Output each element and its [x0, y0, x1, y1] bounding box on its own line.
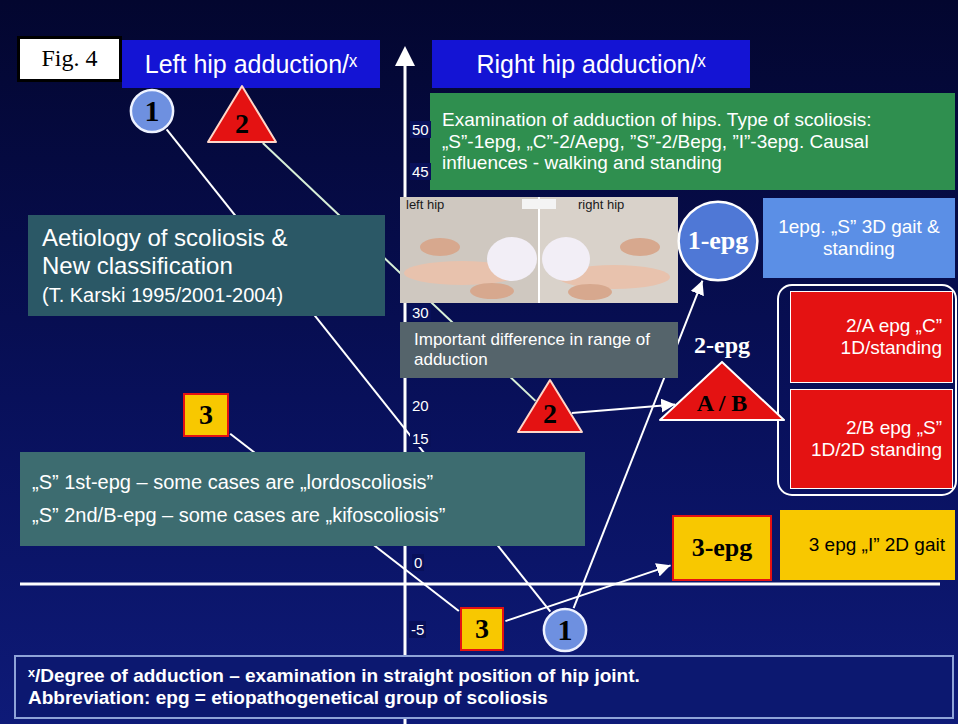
hand-shape: [420, 238, 460, 256]
photo-label: left hip: [406, 198, 444, 213]
diaper-shape: [487, 237, 537, 281]
box-text: 3: [185, 399, 227, 431]
note-box: „S” 1st-epg – some cases are „lordoscoli…: [20, 452, 585, 546]
axis-tick: 30: [410, 304, 431, 321]
box-subtext: Abbreviation: epg = etiopathogenetical g…: [28, 687, 940, 709]
box-text: Examination of adduction of hips. Type o…: [442, 109, 943, 175]
label-slot: -5: [409, 621, 426, 638]
box-subtext: „S” 2nd/B-epg – some cases are „kifoscol…: [32, 504, 573, 527]
footnote-box: ˣ/Degree of adduction – examination in s…: [14, 655, 954, 719]
axis-tick: 50: [410, 121, 431, 138]
callout-number: 2: [208, 86, 276, 142]
label-slot: 0: [412, 554, 424, 571]
triangle-shape: [660, 362, 784, 420]
hip-photo: [400, 197, 678, 303]
label-slot: 20: [410, 397, 431, 414]
box-text: 1-epg: [677, 226, 759, 256]
label-slot: 15: [410, 430, 431, 447]
zero-line: [20, 583, 940, 586]
axis-tick: 45: [410, 163, 431, 180]
triangle-shape: [518, 380, 582, 432]
photo-sticker: [522, 199, 556, 209]
group-box: 2/A epg „C” 1D/standing: [790, 291, 953, 383]
box-text: Left hip adduction/ˣ: [130, 50, 372, 79]
photo-label: right hip: [578, 198, 624, 213]
label-slot: right hip: [578, 198, 624, 213]
axis-tick: 0: [412, 554, 424, 571]
axis-heading: Left hip adduction/ˣ: [122, 40, 380, 88]
box-text: 3 epg „I” 2D gait: [790, 534, 945, 556]
label-slot: 30: [410, 304, 431, 321]
group-box: 1epg. „S” 3D gait & standing: [763, 198, 955, 278]
box-subtext: (T. Karski 1995/2001-2004): [42, 284, 371, 307]
box-text: 2: [518, 398, 582, 430]
note-box: Examination of adduction of hips. Type o…: [430, 93, 955, 190]
box-text: 3: [462, 613, 502, 645]
box-text: Fig. 4: [26, 45, 113, 73]
box-text: 2: [208, 108, 276, 140]
box-text: 1epg. „S” 3D gait & standing: [773, 216, 945, 260]
triangle-shape: [208, 86, 276, 142]
group-bracket: [778, 285, 956, 495]
box-text: 1: [130, 94, 174, 129]
photo-panel: [539, 197, 678, 303]
circle-shape: [131, 90, 173, 132]
box-text: „S” 1st-epg – some cases are „lordoscoli…: [32, 471, 573, 494]
connector-line: [572, 404, 675, 412]
axis-tick: -5: [409, 621, 426, 638]
hand-shape: [568, 284, 612, 300]
callout-number: 1: [130, 89, 174, 133]
callout-number: 3: [183, 393, 229, 437]
box-text: 1: [543, 613, 587, 648]
group-triangle: 2-epg A / B: [660, 332, 784, 420]
axis-arrowhead: [395, 46, 415, 66]
photo-divider: [538, 197, 540, 303]
callout-number: 3: [460, 607, 504, 651]
group-circle: 1-epg: [677, 200, 759, 282]
y-axis: [404, 62, 407, 724]
box-text: ˣ/Degree of adduction – examination in s…: [28, 665, 940, 687]
title-box: Aetiology of scoliosis & New classificat…: [28, 215, 385, 316]
note-box: Important difference in range of adducti…: [400, 322, 678, 378]
connector-line: [505, 565, 670, 621]
label-slot: 45: [410, 163, 431, 180]
callout-number: 1: [543, 608, 587, 652]
photo-panel: [400, 197, 539, 303]
callout-number: 2: [518, 380, 582, 432]
group-box: 3 epg „I” 2D gait: [780, 510, 955, 580]
hand-shape: [470, 283, 514, 299]
circle-shape: [544, 609, 586, 651]
box-text: Important difference in range of adducti…: [414, 330, 664, 369]
hand-shape: [620, 238, 660, 256]
label-slot: left hip: [406, 198, 444, 213]
diaper-shape: [542, 237, 590, 281]
axis-tick: 15: [410, 430, 431, 447]
group-box: 2/B epg „S” 1D/2D standing: [790, 389, 953, 489]
box-text: Right hip adduction/ˣ: [440, 50, 742, 79]
box-text: 3-epg: [678, 533, 766, 563]
box-text: 2-epg: [660, 332, 784, 360]
figure-tag: Fig. 4: [17, 36, 122, 82]
box-text: 2/A epg „C” 1D/standing: [801, 315, 942, 359]
axis-tick: 20: [410, 397, 431, 414]
group-box: 3-epg: [672, 515, 772, 581]
axis-heading: Right hip adduction/ˣ: [432, 40, 750, 88]
label-slot: 50: [410, 121, 431, 138]
box-text: Aetiology of scoliosis & New classificat…: [42, 224, 324, 279]
box-text: 2/B epg „S” 1D/2D standing: [801, 417, 942, 461]
box-subtext: A / B: [660, 390, 784, 418]
